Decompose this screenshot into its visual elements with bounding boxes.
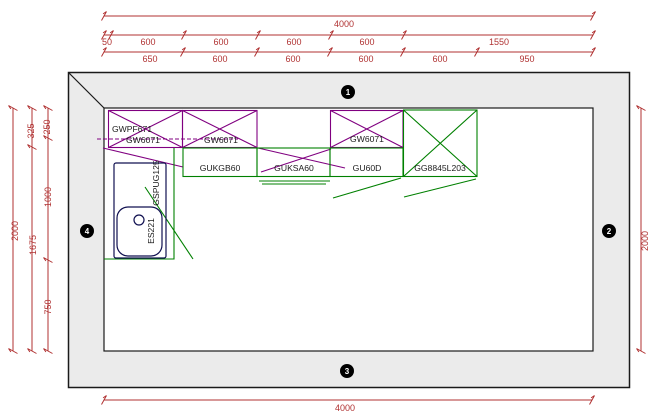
wall-cabinet-3-x (330, 110, 404, 148)
label-base-cabinet-2: GUKSA60 (274, 163, 314, 173)
wall-marker-2-number: 2 (607, 227, 612, 236)
label-wall-cabinet-1b: GW6071 (126, 135, 160, 145)
wall-marker-3-circle (340, 364, 354, 378)
dim-label-top2-4: 600 (359, 37, 374, 47)
dim-label-top2-5: 1550 (489, 37, 509, 47)
sink-tap-hole (133, 214, 145, 226)
wall-markers: 1 2 3 4 (80, 85, 616, 378)
label-base-cabinet-3: GU60D (353, 163, 382, 173)
wall-marker-2-circle (602, 224, 616, 238)
dim-label-top3-5: 950 (519, 54, 534, 64)
dim-label-left-inner-1: 1000 (43, 187, 53, 207)
label-sink-cabinet: GSPUG125 (151, 160, 161, 206)
sink-outline[interactable] (113, 162, 167, 259)
wall-marker-3-number: 3 (345, 367, 350, 376)
dim-label-bottom: 4000 (335, 403, 355, 413)
sink-unit[interactable] (113, 162, 167, 259)
corner-diagonal (68, 72, 105, 109)
dim-label-top3-4: 600 (432, 54, 447, 64)
wall-marker-1-number: 1 (346, 88, 351, 97)
dim-label-left-inner-0: 250 (42, 119, 52, 134)
wall-marker-1-circle (341, 85, 355, 99)
base-cabinets (104, 109, 478, 260)
sink-cabinet-outline[interactable] (104, 148, 175, 260)
door-swing-line-sink (144, 186, 194, 260)
corner-cabinet-box[interactable] (402, 109, 478, 178)
door-swing-line-1 (332, 177, 402, 199)
label-base-cabinet-1: GUKGB60 (200, 163, 241, 173)
label-sink-model: ES221 (146, 218, 156, 244)
label-wall-cabinet-3: GW6071 (350, 134, 384, 144)
door-swing-line-2 (403, 178, 477, 198)
dim-label-right: 2000 (640, 231, 650, 251)
dim-label-top3-0: 650 (142, 54, 157, 64)
wall-cabinet-2-x (182, 110, 258, 148)
dim-label-top3-3: 600 (358, 54, 373, 64)
dim-label-top3-1: 600 (212, 54, 227, 64)
wall-marker-4-number: 4 (85, 227, 90, 236)
dim-label-left-outer: 2000 (10, 221, 20, 241)
leader-gukgb60 (102, 147, 184, 168)
label-wall-cabinet-1a: GWPF671 (112, 124, 152, 134)
cabinet-labels: GWPF671 GW6071 GW6071 GW6071 GUKGB60 GUK… (112, 124, 466, 244)
dim-label-top2-2: 600 (213, 37, 228, 47)
dim-label-top2-3: 600 (286, 37, 301, 47)
wall-marker-4-circle (80, 224, 94, 238)
dim-label-top2-0: 50 (102, 37, 112, 47)
dim-label-top2-1: 600 (140, 37, 155, 47)
label-corner-cabinet: GG8845L203 (414, 163, 466, 173)
dim-label-top3-2: 600 (285, 54, 300, 64)
dimension-labels: 4000 50 600 600 600 600 1550 650 600 600… (10, 19, 650, 413)
dim-label-top-total: 4000 (334, 19, 354, 29)
sink-basin (116, 206, 163, 257)
label-wall-cabinet-2: GW6071 (204, 135, 238, 145)
dimension-lines (8, 11, 646, 405)
dim-label-left-inner-2: 750 (43, 299, 53, 314)
dim-label-left-mid-1: 1675 (28, 235, 38, 255)
leader-guksa60 (260, 148, 332, 173)
corner-cabinet-x (403, 109, 478, 177)
guksa60-double-underline (259, 180, 330, 185)
dim-label-left-mid-0: 325 (26, 123, 36, 138)
wall-cabinet-1-x (108, 110, 183, 148)
